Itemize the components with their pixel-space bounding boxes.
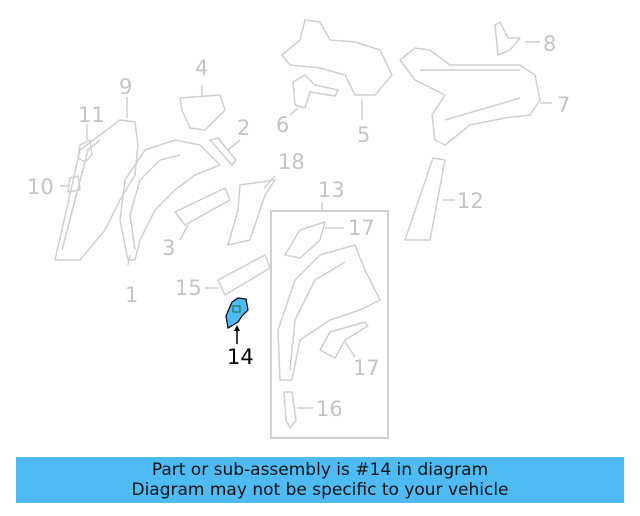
banner-line-disclaimer: Diagram may not be specific to your vehi… [131,480,509,500]
part-12-shape [404,157,446,241]
part-10-shape [67,175,81,193]
part-17-upper-shape [284,221,326,259]
part-14-shape [225,297,249,344]
part-16-shape [283,391,297,429]
part-2-shape [209,137,237,166]
part-5-shape [281,19,393,96]
label-part-3[interactable]: 3 [162,236,176,260]
label-part-1[interactable]: 1 [125,283,139,307]
banner-line-part: Part or sub-assembly is #14 in diagram [151,460,489,480]
label-part-6[interactable]: 6 [276,113,290,137]
label-part-7[interactable]: 7 [557,93,571,117]
part-1-shape [119,139,221,261]
part-17-lower-shape [319,321,369,359]
label-part-2[interactable]: 2 [237,116,251,140]
label-part-4[interactable]: 4 [195,56,209,80]
label-part-16[interactable]: 16 [316,397,343,421]
group-13-box [270,210,389,439]
part-8-shape [494,21,521,56]
label-part-8[interactable]: 8 [543,32,557,56]
part-9-shape [54,119,139,261]
part-18-shape [227,179,276,246]
label-part-11[interactable]: 11 [78,103,105,127]
part-3-shape [174,187,231,226]
label-part-9[interactable]: 9 [119,75,133,99]
part-15-shape [217,254,271,296]
label-part-13[interactable]: 13 [318,178,345,202]
label-part-14[interactable]: 14 [227,345,254,369]
part-4-shape [179,94,226,131]
part-11-shape [77,139,93,163]
label-part-15[interactable]: 15 [175,276,202,300]
label-part-5[interactable]: 5 [357,123,371,147]
label-part-17-lower[interactable]: 17 [353,356,380,380]
label-part-17-upper[interactable]: 17 [348,216,375,240]
part-6-shape [292,74,339,109]
label-part-18[interactable]: 18 [278,150,305,174]
info-banner: Part or sub-assembly is #14 in diagram D… [16,457,624,503]
label-part-10[interactable]: 10 [27,175,54,199]
part-13-shape [277,244,381,381]
part-7-shape [399,47,541,146]
label-part-12[interactable]: 12 [457,189,484,213]
